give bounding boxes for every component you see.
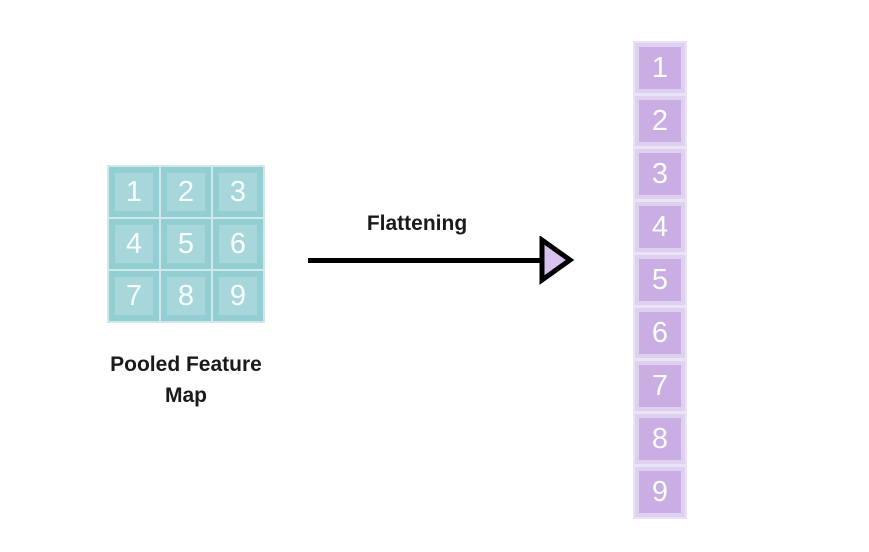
grid-cell: 3 (213, 167, 263, 217)
vector-cell: 7 (635, 361, 685, 411)
flattened-vector: 1 2 3 4 5 6 7 8 9 (633, 41, 687, 519)
vector-cell: 6 (635, 308, 685, 358)
grid-cell: 6 (213, 219, 263, 269)
grid-cell: 8 (161, 271, 211, 321)
vector-cell: 5 (635, 255, 685, 305)
grid-cell: 1 (109, 167, 159, 217)
vector-cell: 4 (635, 202, 685, 252)
grid-cell: 4 (109, 219, 159, 269)
grid-cell: 9 (213, 271, 263, 321)
flattening-arrow-line (308, 258, 544, 263)
vector-cell: 3 (635, 149, 685, 199)
pooled-feature-map-grid: 1 2 3 4 5 6 7 8 9 (107, 165, 265, 323)
grid-cell: 2 (161, 167, 211, 217)
flattening-label: Flattening (366, 212, 468, 235)
arrowhead-icon (539, 236, 575, 285)
pooled-feature-map-label: Pooled Feature Map (110, 353, 262, 407)
grid-cell: 7 (109, 271, 159, 321)
vector-cell: 2 (635, 96, 685, 146)
vector-cell: 8 (635, 414, 685, 464)
vector-cell: 1 (635, 43, 685, 93)
grid-cell: 5 (161, 219, 211, 269)
vector-cell: 9 (635, 467, 685, 517)
